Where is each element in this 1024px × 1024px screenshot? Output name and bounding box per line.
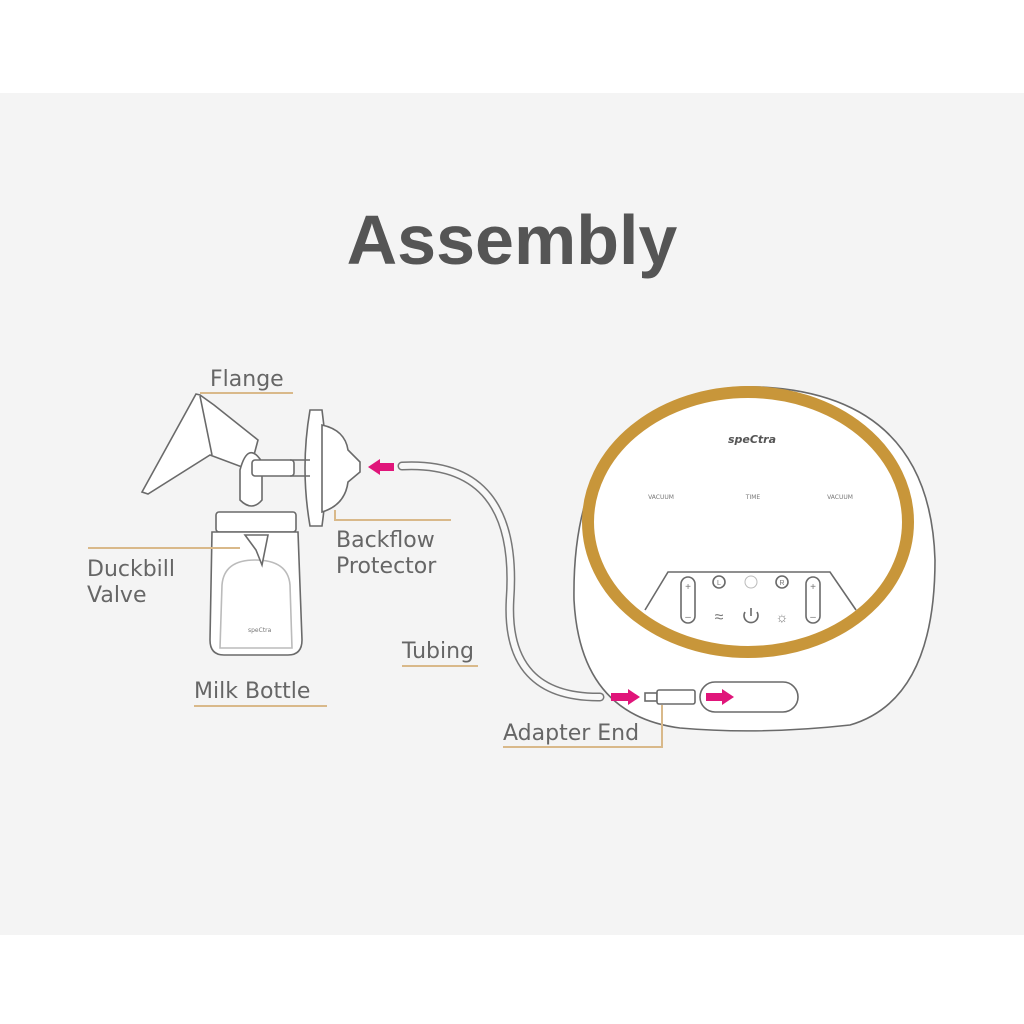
control-panel bbox=[644, 571, 857, 611]
label-flange: Flange bbox=[210, 367, 284, 392]
page-title: Assembly bbox=[346, 201, 678, 279]
svg-text:–: – bbox=[685, 612, 691, 623]
label-tubing: Tubing bbox=[401, 639, 474, 664]
svg-text:+: + bbox=[685, 582, 691, 593]
label-duckbill-2: Valve bbox=[87, 583, 147, 608]
light-icon[interactable]: ☼ bbox=[776, 609, 789, 625]
power-icon[interactable] bbox=[743, 608, 759, 624]
timer-button[interactable] bbox=[744, 575, 758, 589]
left-button[interactable]: L bbox=[712, 575, 726, 589]
label-backflow-1: Backflow bbox=[336, 528, 435, 553]
tubing-port bbox=[699, 681, 799, 713]
breast-shield-assembly: speCtra bbox=[140, 393, 394, 656]
adapter-end bbox=[644, 692, 658, 702]
right-vacuum-label: VACUUM bbox=[827, 494, 853, 501]
time-label: TIME bbox=[745, 494, 761, 501]
svg-text:–: – bbox=[810, 612, 816, 623]
left-vacuum-buttons[interactable]: + – bbox=[680, 576, 696, 624]
svg-text:L: L bbox=[717, 580, 721, 587]
pump-device: speCtra VACUUM TIME VACUUM + – + – L R ≈… bbox=[573, 386, 936, 732]
right-vacuum-buttons[interactable]: + – bbox=[805, 576, 821, 624]
arrow-into-port-icon bbox=[706, 689, 734, 705]
duckbill-valve bbox=[243, 534, 269, 568]
arrow-into-backflow-icon bbox=[368, 459, 394, 475]
svg-text:R: R bbox=[779, 580, 784, 587]
mode-icon[interactable]: ≈ bbox=[715, 609, 724, 626]
bottle-brand-logo: speCtra bbox=[248, 627, 272, 634]
milk-bottle bbox=[209, 531, 303, 656]
device-accent-ring bbox=[582, 386, 914, 658]
label-adapter-end: Adapter End bbox=[503, 721, 639, 746]
device-brand-logo: speCtra bbox=[728, 433, 776, 446]
left-vacuum-label: VACUUM bbox=[648, 494, 674, 501]
backflow-protector bbox=[290, 409, 361, 527]
label-duckbill-1: Duckbill bbox=[87, 557, 175, 582]
arrow-into-adapter-icon bbox=[611, 689, 640, 705]
right-button[interactable]: R bbox=[775, 575, 789, 589]
milk-bottle-lid bbox=[215, 511, 297, 533]
label-backflow-2: Protector bbox=[336, 554, 437, 579]
label-milk-bottle: Milk Bottle bbox=[194, 679, 310, 704]
svg-text:+: + bbox=[810, 582, 816, 593]
